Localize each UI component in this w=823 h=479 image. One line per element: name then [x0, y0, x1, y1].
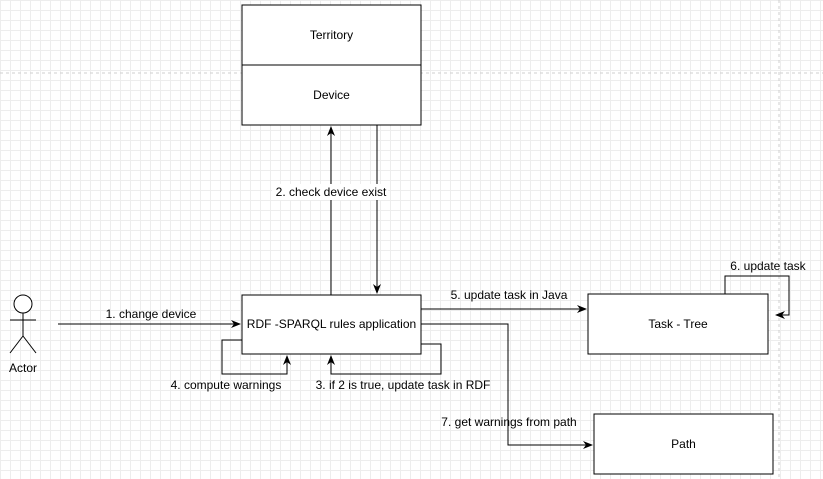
device-label: Device	[313, 88, 350, 102]
territory-label: Territory	[310, 28, 353, 42]
edge-update-task-label: 6. update task	[730, 259, 806, 273]
actor-label: Actor	[9, 361, 37, 375]
edge-compute-warnings	[221, 339, 291, 375]
path-box[interactable]	[593, 413, 774, 475]
edge-update-task-java-label: 5. update task in Java	[451, 288, 568, 302]
edge-get-warnings	[421, 323, 593, 449]
edge-label-bg	[272, 184, 388, 200]
path-label: Path	[671, 437, 696, 451]
edge-check-device-label: 2. check device exist	[276, 185, 387, 199]
rdf-app-box[interactable]	[241, 294, 422, 355]
task-tree-box[interactable]	[587, 293, 769, 355]
task-tree-label: Task - Tree	[648, 317, 708, 331]
edge-update-task-rdf	[327, 343, 442, 375]
edge-change-device-label: 1. change device	[106, 307, 197, 321]
edge-compute-warnings-label: 4. compute warnings	[171, 378, 282, 392]
rdf-app-label: RDF -SPARQL rules application	[247, 317, 416, 331]
edge-update-task	[724, 275, 790, 319]
territory-box[interactable]	[241, 4, 422, 66]
edge-update-task-rdf-label: 3. if 2 is true, update task in RDF	[316, 378, 491, 392]
actor-icon[interactable]	[9, 294, 37, 354]
device-box[interactable]	[241, 64, 422, 126]
edge-get-warnings-label: 7. get warnings from path	[441, 415, 576, 429]
